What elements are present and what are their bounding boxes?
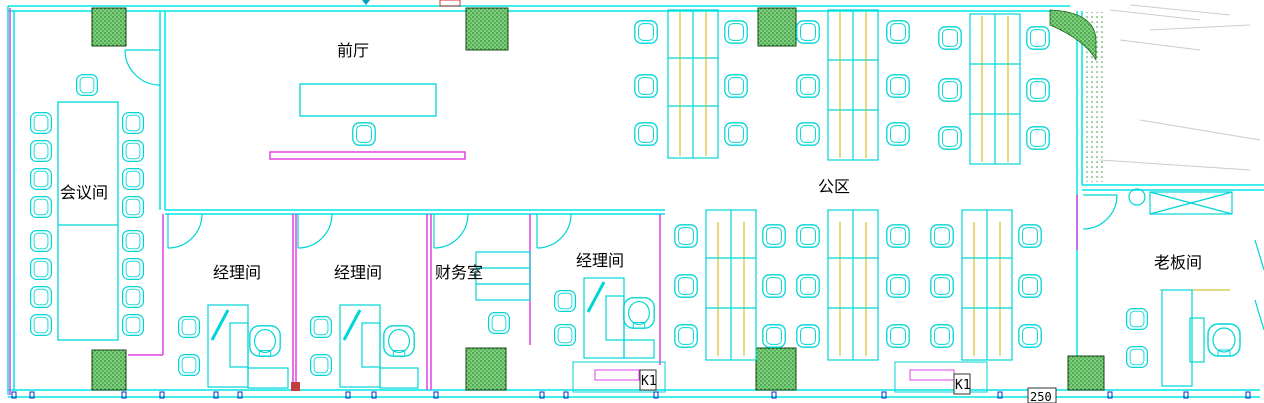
workstation-accents xyxy=(679,12,1230,356)
finance-room-label: 财务室 xyxy=(435,263,483,282)
cabinet-2-tag: K1 xyxy=(955,378,971,393)
chairs-bottom xyxy=(674,224,1042,348)
meeting-room-label: 会议间 xyxy=(60,183,108,202)
door-swing-icon xyxy=(124,49,1118,249)
dimension-tag: 250 xyxy=(1030,390,1052,403)
manager-office-1-label: 经理间 xyxy=(213,263,261,282)
lobby-label: 前厅 xyxy=(337,41,369,60)
chairs-top xyxy=(634,20,1050,150)
column-marker xyxy=(291,382,300,391)
top-red-marker xyxy=(439,0,461,7)
structural-column-icon xyxy=(91,349,127,391)
cabinet-k1-left xyxy=(572,361,666,393)
structural-column-icon xyxy=(465,7,509,51)
cabinet-1-tag: K1 xyxy=(641,374,657,389)
workstations-top xyxy=(667,9,1021,165)
open-office-label: 公区 xyxy=(818,177,850,196)
structural-column-icon xyxy=(1067,355,1105,391)
plant-icon xyxy=(1049,4,1261,182)
finance-room-furniture xyxy=(475,251,531,335)
structural-column-icon xyxy=(757,7,797,47)
manager-office-2-furniture xyxy=(309,304,419,389)
manager-office-3-label: 经理间 xyxy=(576,251,624,270)
reception-desk xyxy=(299,83,437,146)
structural-column-icon xyxy=(755,347,797,391)
partitions xyxy=(9,8,1078,395)
top-door-marker xyxy=(362,0,370,5)
boss-office-label: 老板间 xyxy=(1154,253,1202,272)
structural-column-icon xyxy=(465,347,507,391)
manager-office-2-label: 经理间 xyxy=(334,263,382,282)
manager-office-3-furniture xyxy=(553,277,655,359)
cabinet-k1-right xyxy=(894,361,988,395)
outer-walls xyxy=(7,5,1264,398)
manager-office-1-furniture xyxy=(177,304,289,389)
boss-office-furniture xyxy=(1125,188,1264,387)
workstations-bottom xyxy=(705,209,1013,361)
meeting-table xyxy=(29,73,145,341)
wall-markers xyxy=(11,391,1251,399)
dimension-box xyxy=(1027,387,1057,403)
structural-columns xyxy=(91,7,1105,391)
structural-column-icon xyxy=(91,7,127,47)
